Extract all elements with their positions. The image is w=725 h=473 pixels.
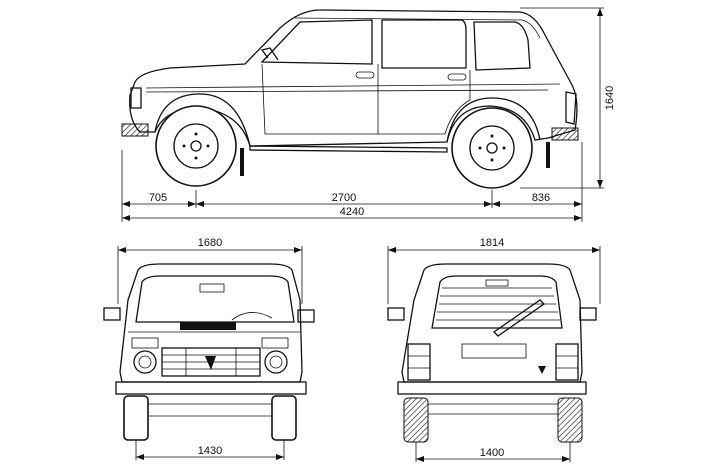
front-right-tire xyxy=(271,395,297,441)
side-mudflap-rear xyxy=(546,142,550,168)
front-track-label: 1430 xyxy=(198,445,222,457)
side-handle-rear xyxy=(447,73,467,81)
rear-width-dimension xyxy=(387,246,601,304)
side-handle-front xyxy=(355,71,375,79)
front-mirror-housing xyxy=(199,283,225,293)
front-right-headlight xyxy=(261,337,289,374)
front-windshield xyxy=(135,275,295,323)
side-window-front xyxy=(260,19,373,65)
side-door-front xyxy=(261,63,379,135)
front-width-label: 1680 xyxy=(198,237,222,249)
front-overhang-label: 705 xyxy=(149,192,167,204)
height-label: 1640 xyxy=(604,86,616,110)
front-view: 1680 1430 xyxy=(103,237,315,460)
front-width-dimension xyxy=(117,246,303,304)
rear-view: 1814 1400 xyxy=(387,237,601,462)
front-axle xyxy=(148,403,272,417)
rear-window-defroster xyxy=(436,287,560,321)
side-mudflap-front xyxy=(240,148,244,176)
side-rear-bumper xyxy=(551,127,579,141)
side-roof-line xyxy=(294,17,541,39)
rear-left-taillight xyxy=(407,343,431,381)
front-left-tire xyxy=(123,395,149,441)
rear-third-brake xyxy=(485,279,509,287)
rear-wiper xyxy=(492,299,546,337)
height-dimension xyxy=(520,7,604,189)
rear-axle xyxy=(428,403,558,415)
rear-width-label: 1814 xyxy=(480,237,504,249)
rear-track-dimension xyxy=(415,442,571,462)
rear-body-outline xyxy=(401,263,583,383)
side-headlight xyxy=(130,87,142,109)
side-window-middle xyxy=(381,19,467,69)
side-rear-arch xyxy=(446,97,541,143)
side-view: 1640 705 2700 836 4240 xyxy=(121,7,616,222)
rear-overhang-label: 836 xyxy=(532,192,550,204)
side-window-rear xyxy=(473,21,531,71)
rear-right-taillight xyxy=(555,343,579,381)
front-track-dimension xyxy=(135,440,285,460)
rear-right-tire xyxy=(557,397,583,443)
rear-window xyxy=(431,275,563,329)
side-front-arch xyxy=(154,93,251,147)
side-belt-line-2 xyxy=(145,89,549,93)
side-front-bumper xyxy=(121,123,149,137)
front-body-outline xyxy=(119,263,303,383)
front-mirror-right xyxy=(297,309,315,323)
side-belt-line xyxy=(145,83,561,89)
front-mirror-left xyxy=(103,307,121,321)
side-rear-wheel xyxy=(451,107,533,189)
rear-track-label: 1400 xyxy=(480,447,504,459)
length-dimension-lines xyxy=(121,142,583,222)
rear-emblem xyxy=(538,366,546,374)
rear-bumper xyxy=(397,381,587,395)
side-front-wheel xyxy=(155,105,237,187)
side-taillight xyxy=(565,91,577,125)
rear-mirror-right xyxy=(579,307,597,321)
front-grille xyxy=(161,347,261,377)
front-badge xyxy=(180,322,236,330)
overall-length-label: 4240 xyxy=(340,206,364,218)
rear-license-plate xyxy=(461,343,527,359)
wheelbase-label: 2700 xyxy=(332,192,356,204)
side-rocker xyxy=(249,145,448,153)
rear-left-tire xyxy=(403,397,429,443)
front-bumper xyxy=(115,381,307,395)
side-mirror xyxy=(260,47,279,61)
rear-mirror-left xyxy=(387,307,405,321)
side-door-rear xyxy=(378,70,471,135)
front-left-headlight xyxy=(131,337,159,374)
front-wiper xyxy=(231,312,273,321)
